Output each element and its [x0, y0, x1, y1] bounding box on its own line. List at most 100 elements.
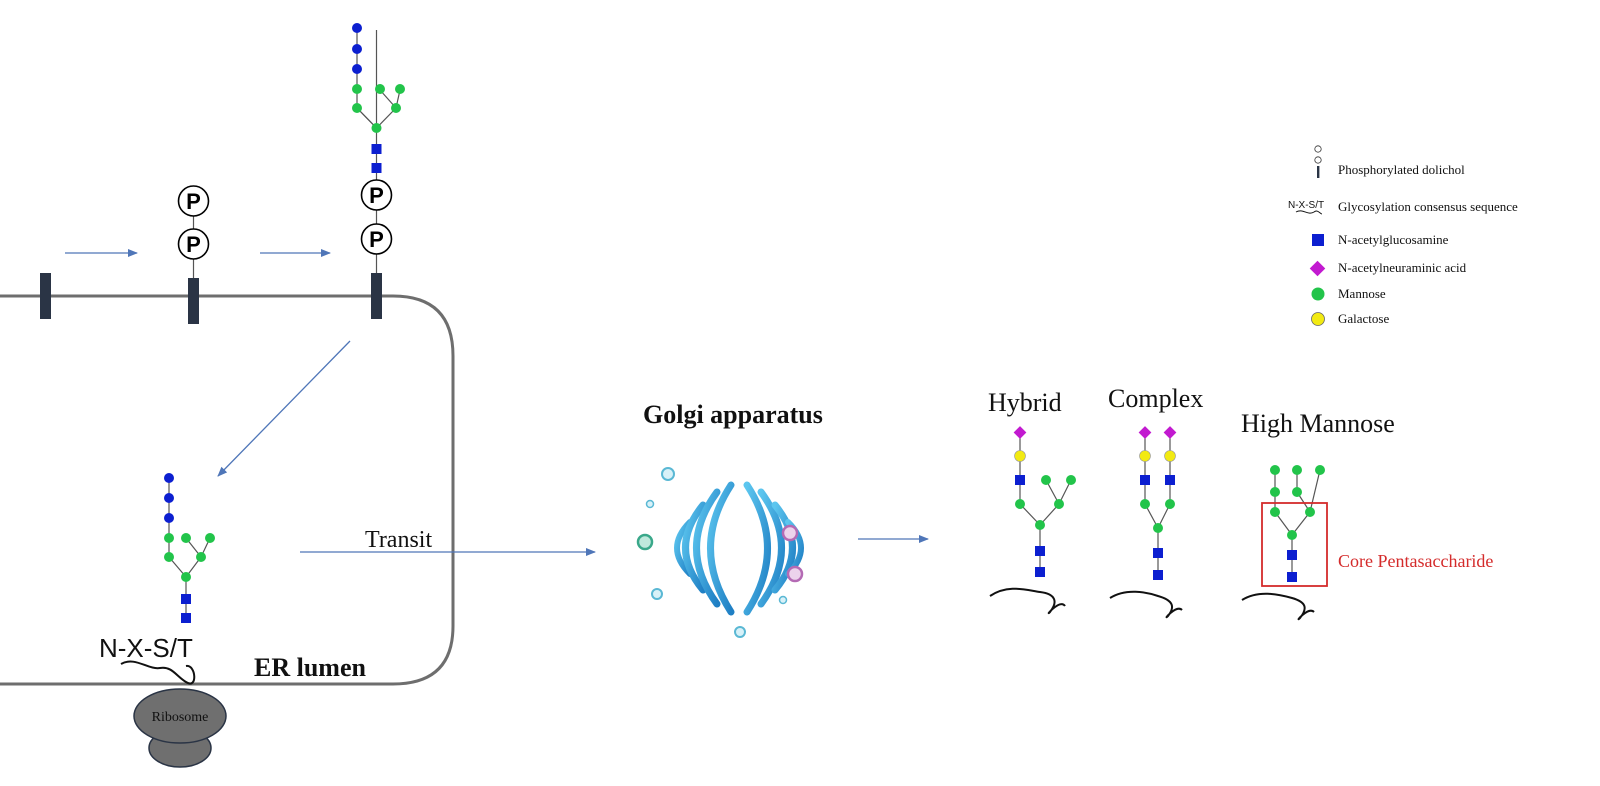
glcnac-circle [164, 493, 174, 503]
mannose-circle [1292, 487, 1302, 497]
mannose-circle [375, 84, 385, 94]
neu5ac-diamond-icon [1309, 260, 1326, 277]
mannose-circle [196, 552, 206, 562]
glcnac-square [1035, 546, 1045, 556]
mannose-circle [1153, 523, 1163, 533]
glcnac-circle [164, 473, 174, 483]
glcnac-square [1015, 475, 1025, 485]
glcnac-square-icon [1312, 234, 1324, 246]
mannose-circle [181, 572, 191, 582]
legend-label: Galactose [1338, 311, 1389, 326]
glcnac-square [1035, 567, 1045, 577]
core-pentasaccharide-box [1261, 502, 1328, 587]
mannose-circle [1041, 475, 1051, 485]
er-lumen-label: ER lumen [254, 653, 367, 682]
phosphate-symbol: P [186, 189, 201, 214]
glcnac-circle [164, 513, 174, 523]
galactose-circle [1014, 450, 1026, 462]
phosphate-symbol: P [186, 232, 201, 257]
phosphorylated-dolichol-3: P P [360, 30, 393, 273]
mannose-circle [1315, 465, 1325, 475]
consensus-squiggle [1295, 210, 1323, 215]
phosphorylated-dolichol-2: P P [177, 185, 210, 278]
mannose-circle [1270, 465, 1280, 475]
glcnac-square [1287, 550, 1297, 560]
golgi-apparatus-icon [674, 481, 804, 616]
glcnac-circle [352, 23, 362, 33]
phosphate-symbol: P [369, 183, 384, 208]
lipid-linked-oligosaccharide [352, 23, 405, 173]
dolichol-anchor [40, 273, 51, 319]
nascent-peptide [120, 660, 196, 685]
legend-label: N-acetylneuraminic acid [1338, 260, 1467, 275]
mannose-circle [1287, 530, 1297, 540]
glcnac-square [371, 163, 382, 173]
high-mannose-glycan [1241, 465, 1328, 621]
legend: Phosphorylated dolichol N-X-S/T Glycosyl… [1288, 145, 1518, 326]
glcnac-square [1153, 548, 1163, 558]
golgi-label: Golgi apparatus [643, 400, 823, 429]
phosphate-symbol: P [369, 227, 384, 252]
glcnac-square [1287, 572, 1297, 582]
phosphorylated-dolichol-icon [1314, 145, 1322, 178]
mannose-circle [1292, 465, 1302, 475]
neu5ac-diamond [1163, 426, 1177, 439]
mannose-circle [1140, 499, 1150, 509]
glcnac-square [181, 613, 191, 623]
arrow-transfer [217, 340, 351, 477]
glcnac-square [371, 144, 382, 154]
mannose-circle [1035, 520, 1045, 530]
core-pentasaccharide-label: Core Pentasaccharide [1338, 551, 1493, 571]
golgi-vesicles [636, 467, 804, 638]
consensus-sequence-icon: N-X-S/T [1288, 200, 1324, 211]
complex-label: Complex [1108, 384, 1203, 413]
complex-glycan [1109, 426, 1183, 619]
er-membrane [0, 294, 455, 686]
mannose-circle [1054, 499, 1064, 509]
hybrid-label: Hybrid [988, 388, 1062, 417]
high-mannose-label: High Mannose [1241, 409, 1395, 438]
mannose-circle [164, 533, 174, 543]
mannose-circle [352, 103, 362, 113]
mannose-circle [1015, 499, 1025, 509]
mannose-circle [1270, 487, 1280, 497]
phosphate-circle [360, 223, 393, 255]
glcnac-square [1165, 475, 1175, 485]
phosphate-circle [177, 228, 210, 260]
glcnac-square [1140, 475, 1150, 485]
glcnac-circle [352, 44, 362, 54]
legend-label: N-acetylglucosamine [1338, 232, 1449, 247]
phosphate-circle [360, 179, 393, 211]
galactose-circle [1164, 450, 1176, 462]
glcnac-square [1153, 570, 1163, 580]
galactose-circle [1139, 450, 1151, 462]
mannose-circle [164, 552, 174, 562]
mannose-circle [391, 103, 401, 113]
galactose-circle-icon [1311, 312, 1325, 326]
mannose-circle [352, 84, 362, 94]
mannose-circle [1270, 507, 1280, 517]
transit-label: Transit [365, 527, 432, 553]
hybrid-glycan [989, 426, 1076, 615]
mannose-circle-icon [1311, 287, 1325, 301]
ribosome-label: Ribosome [152, 710, 209, 725]
dolichol-anchor [371, 273, 382, 319]
protein-backbone [1241, 592, 1315, 621]
mannose-circle [371, 123, 382, 133]
protein-backbone [989, 587, 1066, 615]
legend-label: Glycosylation consensus sequence [1338, 199, 1518, 214]
dolichol-anchor [188, 278, 199, 324]
neu5ac-diamond [1013, 426, 1027, 439]
mannose-circle [181, 533, 191, 543]
ribosome: Ribosome [133, 688, 227, 768]
neu5ac-diamond [1138, 426, 1152, 439]
er-glycoprotein-glycan [164, 473, 215, 623]
mannose-circle [205, 533, 215, 543]
legend-label: Mannose [1338, 286, 1386, 301]
legend-label: Phosphorylated dolichol [1338, 162, 1465, 177]
mannose-circle [1305, 507, 1315, 517]
glcnac-circle [352, 64, 362, 74]
protein-backbone [1109, 590, 1183, 619]
glcnac-square [181, 594, 191, 604]
